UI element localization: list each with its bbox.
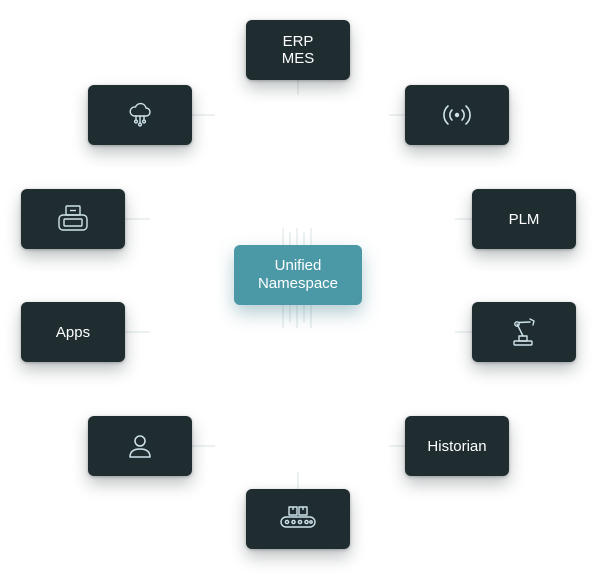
plm-node[interactable]: PLM [472,189,576,249]
robotic-arm-icon [513,318,535,346]
apps-label: Apps [55,323,91,341]
apps-node[interactable]: Apps [21,302,125,362]
signal-node[interactable] [405,85,509,145]
conveyor-belt-icon [280,506,316,528]
erp-mes-label: ERP MES [281,33,315,67]
cloud-network-icon [129,102,151,127]
cloud-node[interactable] [88,85,192,145]
plm-label: PLM [508,210,540,228]
conveyor-node[interactable] [246,489,350,549]
user-node[interactable] [88,416,192,476]
erp-mes-node[interactable]: ERP MES [246,20,350,80]
hub-label: Unified Namespace [257,257,339,292]
printer-icon [58,205,88,231]
unified-namespace-hub[interactable]: Unified Namespace [234,245,362,305]
broadcast-signal-icon [443,105,471,125]
historian-label: Historian [427,437,487,455]
user-icon [129,435,151,458]
robot-arm-node[interactable] [472,302,576,362]
historian-node[interactable]: Historian [405,416,509,476]
printer-node[interactable] [21,189,125,249]
